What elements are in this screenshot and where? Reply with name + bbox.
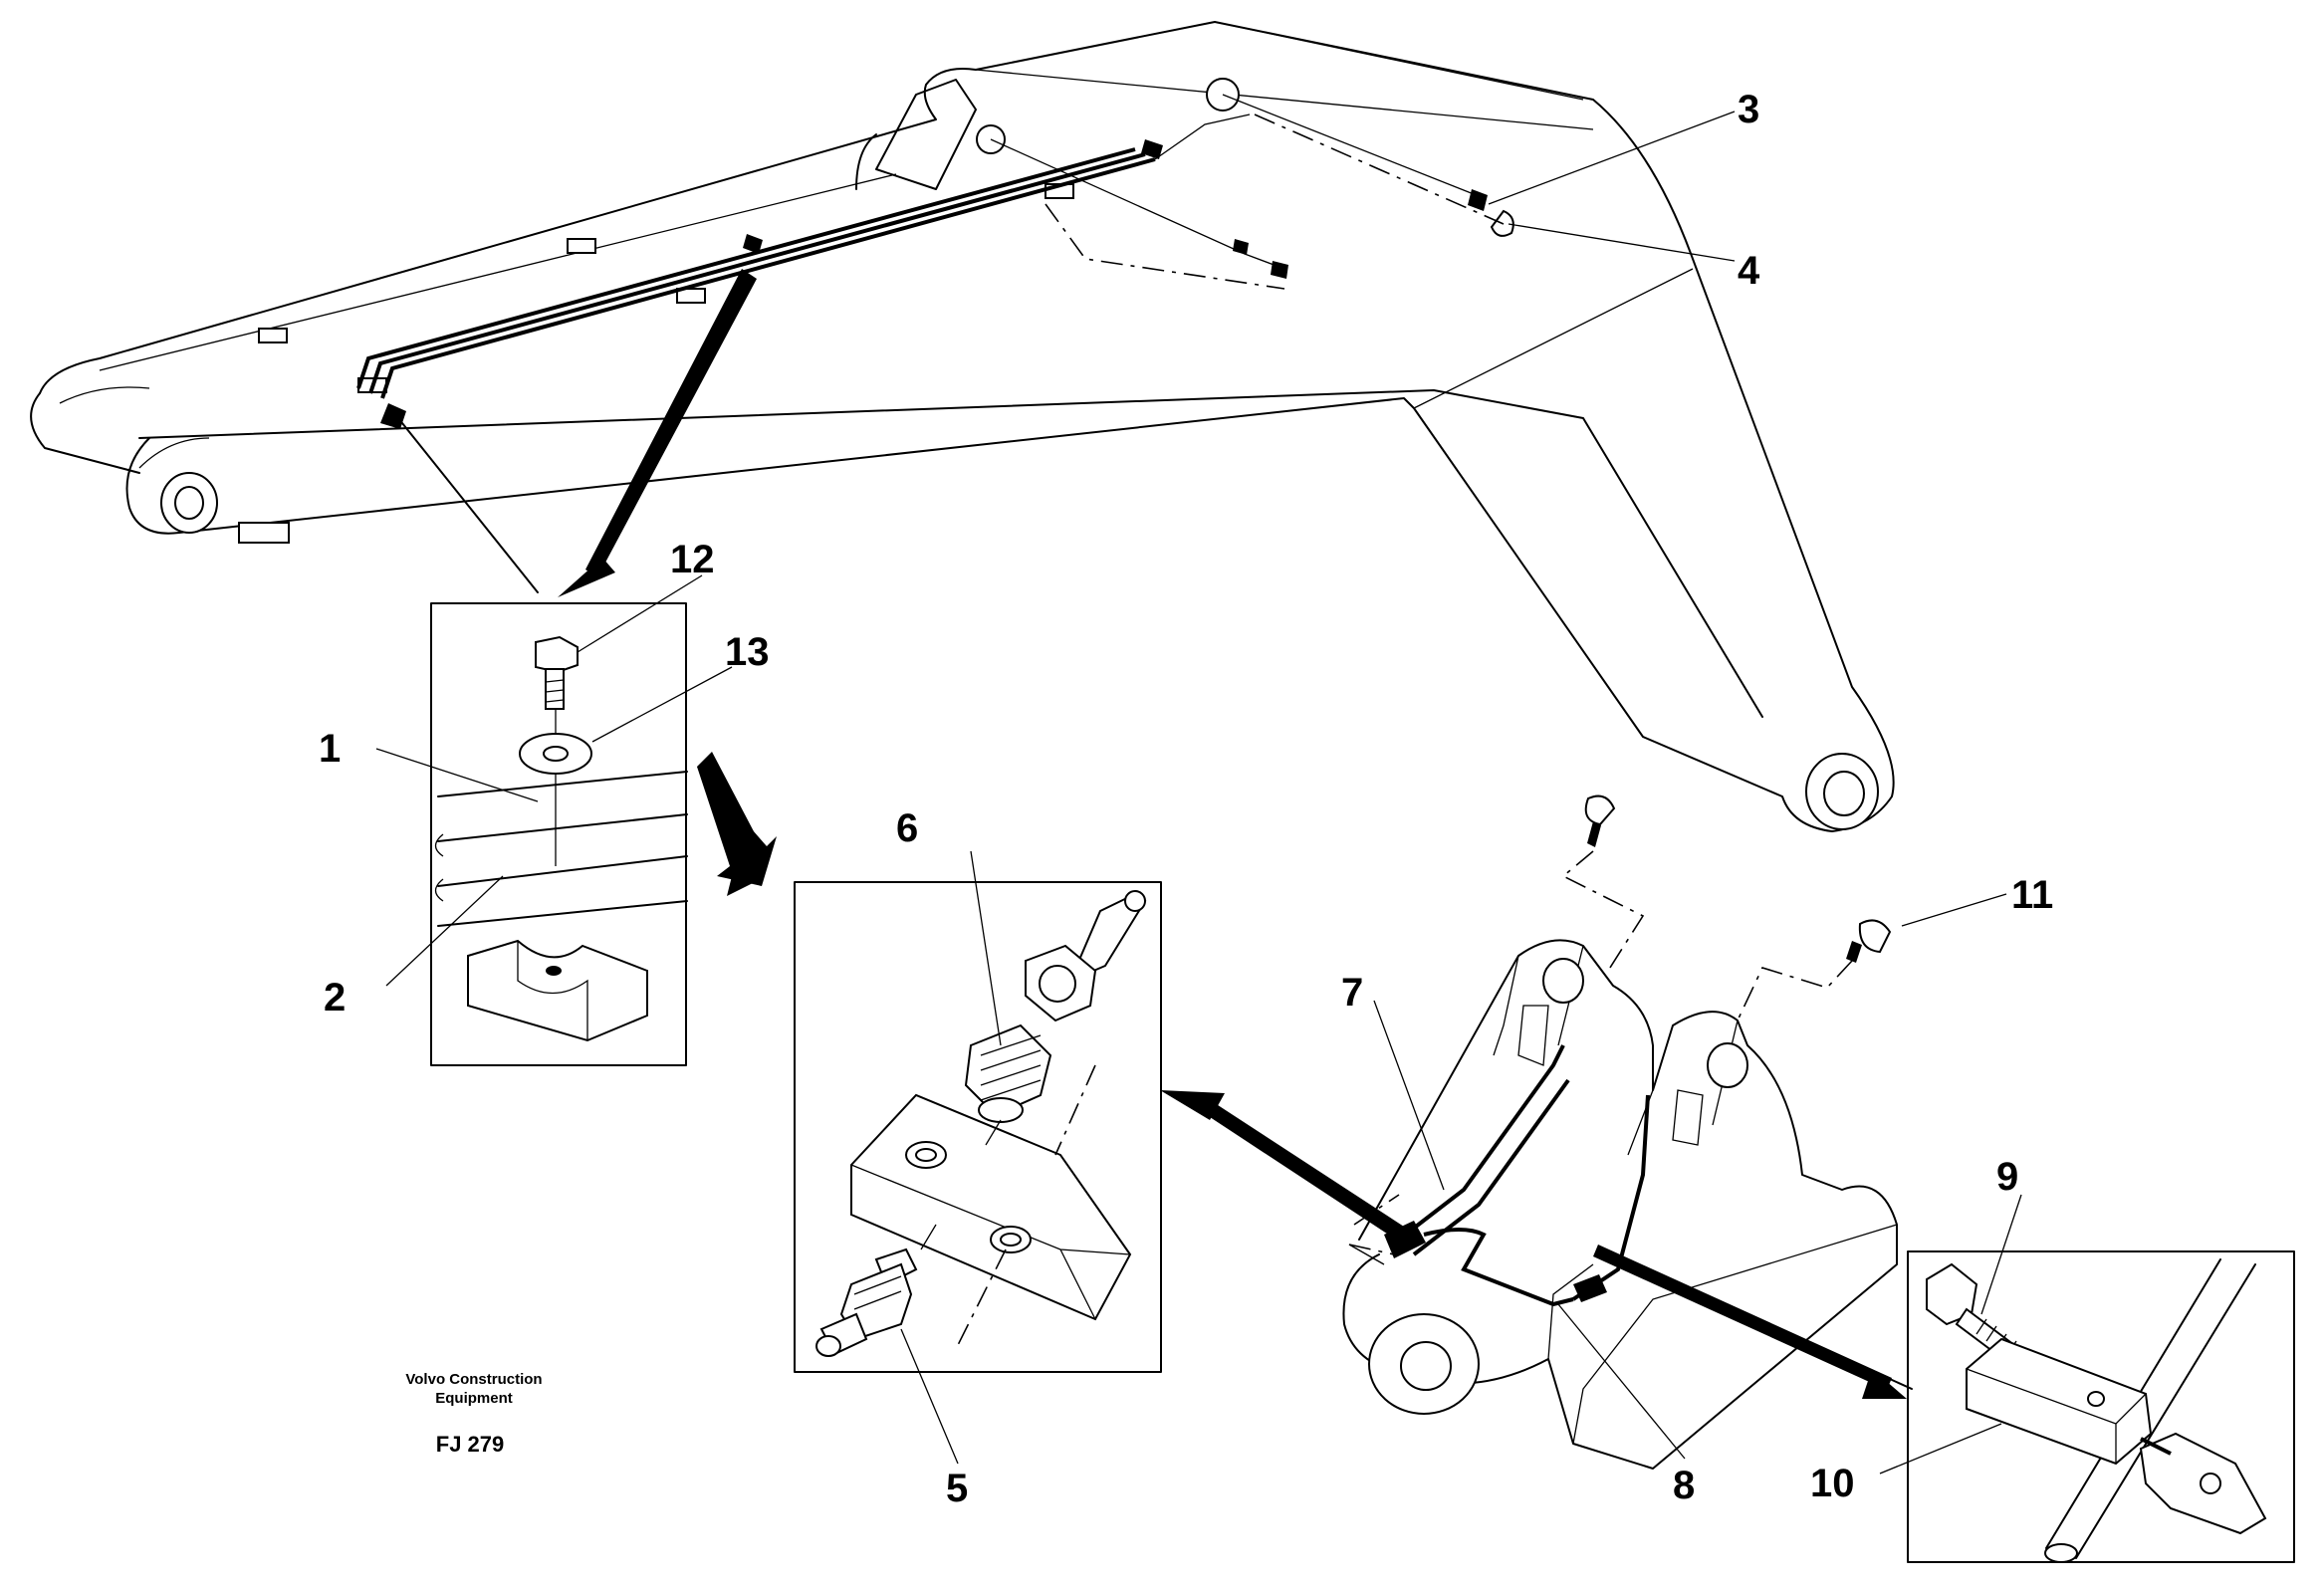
callout-11: 11: [2011, 873, 2053, 917]
callout-2: 2: [324, 976, 346, 1020]
detail-box-bolt: [1907, 1250, 2295, 1563]
arm-arrows: [1160, 1090, 1913, 1399]
callout-7: 7: [1341, 971, 1363, 1015]
callout-10: 10: [1810, 1462, 1855, 1505]
credit-line-2: Equipment: [435, 1390, 513, 1407]
callout-4: 4: [1738, 249, 1760, 293]
credit-line-1: Volvo Construction: [405, 1371, 542, 1388]
callout-12: 12: [670, 538, 715, 581]
credit-block: Volvo Construction Equipment FJ 279: [405, 1371, 542, 1457]
callout-8: 8: [1673, 1464, 1695, 1507]
detail-box-nipple: [794, 881, 1162, 1373]
callout-6: 6: [896, 806, 918, 850]
callout-9: 9: [1996, 1155, 2018, 1199]
boom-drawing: [30, 21, 1895, 832]
callout-1: 1: [319, 727, 341, 771]
leader-lines: [375, 111, 2022, 1475]
figure-reference: FJ 279: [436, 1432, 505, 1457]
callout-3: 3: [1738, 88, 1759, 131]
callout-labels: 1 2 3 4 5 6 7 8 9 10 11 12 13: [319, 88, 2053, 1510]
callout-5: 5: [946, 1467, 968, 1510]
detail-box-clamp: [430, 602, 688, 1066]
arm-end-drawing: [1342, 794, 1898, 1470]
callout-13: 13: [725, 630, 770, 674]
detail-arrows: [397, 269, 777, 896]
